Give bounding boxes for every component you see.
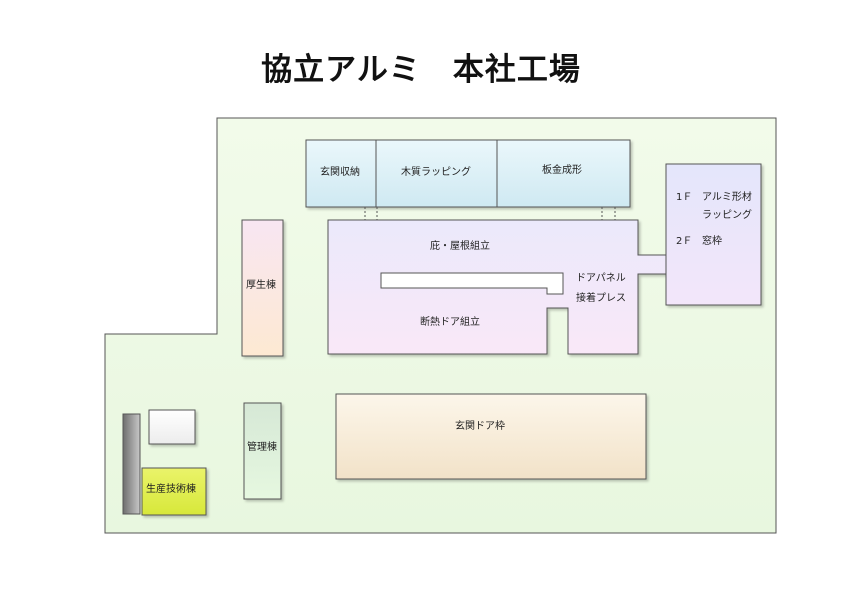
label-hisashi-yane: 庇・屋根組立 — [430, 241, 490, 252]
label-aluminum-1f-line1: アルミ形材 — [702, 192, 752, 203]
label-mokushitsu-wrapping: 木質ラッピング — [401, 167, 471, 178]
page-title: 協立アルミ 本社工場 — [261, 52, 581, 88]
building-kanri — [243, 402, 282, 500]
label-aluminum-1f-line2: ラッピング — [702, 210, 752, 221]
building-seisan-gijutsu — [141, 467, 207, 516]
building-kousei — [241, 219, 284, 357]
label-door-panel-line1: ドアパネル — [576, 273, 626, 284]
label-seisan-gijutsu: 生産技術棟 — [146, 484, 196, 495]
label-aluminum-2f-text: 窓枠 — [702, 236, 722, 247]
inner-slot — [380, 272, 564, 295]
label-genkan-door-waku: 玄関ドア枠 — [455, 421, 505, 432]
building-aluminum — [665, 163, 762, 306]
building-genkan-door-waku — [335, 393, 647, 480]
label-door-panel-line2: 接着プレス — [576, 293, 626, 304]
label-bankin-seikei: 板金成形 — [542, 165, 582, 176]
label-aluminum-1f: 1Ｆ — [676, 192, 693, 203]
building-gray-small — [122, 413, 141, 515]
building-white-small — [148, 409, 196, 445]
label-dannetsu-door: 断熱ドア組立 — [420, 317, 480, 328]
label-kousei: 厚生棟 — [246, 280, 276, 291]
label-genkan-shuno: 玄関収納 — [320, 167, 360, 178]
building-genkan-shuno — [305, 139, 631, 208]
label-aluminum-2f: 2Ｆ — [676, 236, 693, 247]
label-kanri: 管理棟 — [247, 442, 277, 453]
